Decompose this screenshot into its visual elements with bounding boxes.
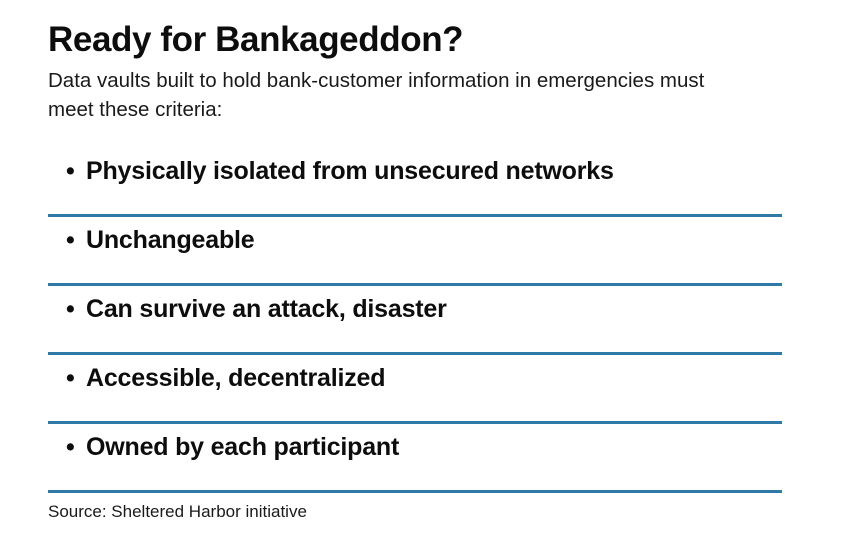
page-subtitle: Data vaults built to hold bank-customer … bbox=[48, 69, 705, 121]
criteria-list: • Physically isolated from unsecured net… bbox=[48, 148, 782, 493]
bullet-icon: • bbox=[66, 433, 75, 461]
criteria-label: Unchangeable bbox=[86, 226, 255, 254]
list-item-content: • Can survive an attack, disaster bbox=[48, 286, 447, 326]
criteria-label: Accessible, decentralized bbox=[86, 364, 386, 392]
bullet-icon: • bbox=[66, 157, 75, 185]
bullet-icon: • bbox=[66, 226, 75, 254]
list-item-content: • Owned by each participant bbox=[48, 424, 399, 464]
list-item-content: • Physically isolated from unsecured net… bbox=[48, 148, 614, 188]
page-title: Ready for Bankageddon? bbox=[48, 20, 464, 59]
list-item: • Accessible, decentralized bbox=[48, 355, 782, 424]
list-item: • Unchangeable bbox=[48, 217, 782, 286]
criteria-label: Owned by each participant bbox=[86, 433, 400, 461]
criteria-label: Can survive an attack, disaster bbox=[86, 295, 447, 323]
list-item: • Owned by each participant bbox=[48, 424, 782, 493]
criteria-label: Physically isolated from unsecured netwo… bbox=[86, 157, 614, 185]
list-item-content: • Accessible, decentralized bbox=[48, 355, 386, 395]
header: Ready for Bankageddon? Data vaults built… bbox=[48, 18, 808, 124]
bullet-icon: • bbox=[66, 364, 75, 392]
source-attribution: Source: Sheltered Harbor initiative bbox=[48, 502, 307, 521]
list-item: • Can survive an attack, disaster bbox=[48, 286, 782, 355]
list-item-content: • Unchangeable bbox=[48, 217, 255, 257]
list-item: • Physically isolated from unsecured net… bbox=[48, 148, 782, 217]
bullet-icon: • bbox=[66, 295, 75, 323]
